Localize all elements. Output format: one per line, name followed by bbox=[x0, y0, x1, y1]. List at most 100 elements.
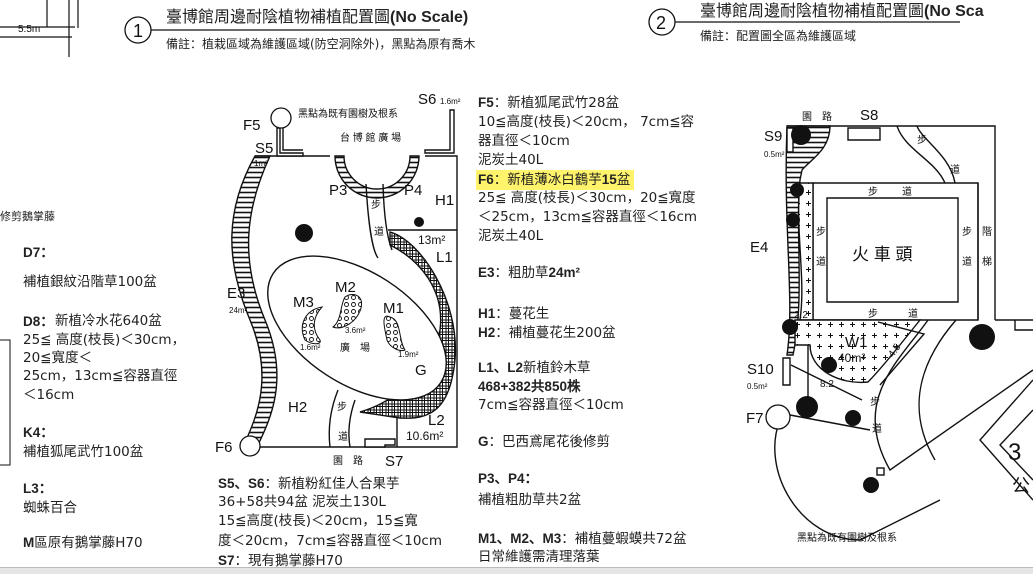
f5-marker bbox=[270, 107, 292, 129]
label-f5: F5 bbox=[243, 117, 261, 134]
label-m3: M3 bbox=[293, 294, 314, 311]
h2-note: H2：補植蔓花生200盆 bbox=[478, 323, 616, 343]
label-m2: M2 bbox=[335, 279, 356, 296]
label-l2: L2 bbox=[428, 412, 445, 429]
plan1-drawing bbox=[231, 109, 458, 448]
s9-area: 0.5m² bbox=[764, 150, 785, 159]
l-code: L1、L2 bbox=[478, 360, 524, 375]
label-h1: H1 bbox=[435, 192, 454, 209]
f6-line: 25≦ 高度(枝長)＜30cm，20≦寬度 bbox=[478, 190, 696, 206]
e3-area: 24m² bbox=[229, 306, 248, 315]
plan1-title-text: 臺博館周邊耐陰植物補植配置圖 bbox=[166, 7, 391, 26]
walk-label: 步 bbox=[337, 401, 347, 413]
stairs-label: 階 bbox=[982, 226, 992, 238]
w1-area: 40m² bbox=[838, 351, 865, 365]
square-ellipse bbox=[267, 255, 447, 401]
f5-code: F5 bbox=[478, 95, 494, 110]
tree-note: 黑點為既有園樹及根系 bbox=[298, 107, 398, 120]
l3-code: L3： bbox=[23, 481, 53, 496]
way-label: 道 bbox=[902, 185, 912, 198]
h1-text: ：蔓花生 bbox=[495, 306, 550, 322]
tree-note: 黑點為既有園樹及根系 bbox=[797, 531, 897, 544]
m-note: M區原有鵝掌藤H70 bbox=[23, 533, 143, 553]
plan2-note: 備註：配置圖全區為維護區域 bbox=[700, 29, 857, 43]
d7-code: D7： bbox=[23, 245, 54, 260]
f7-marker bbox=[765, 404, 791, 430]
d8-line: ＜16cm bbox=[23, 387, 75, 403]
plaza-label: 台 博 館 廣 場 bbox=[340, 131, 401, 144]
walk-label: 步 bbox=[816, 226, 826, 238]
m-line: 區原有鵝掌藤H70 bbox=[34, 535, 143, 551]
s6-area: 1.6m² bbox=[440, 97, 461, 106]
dimension-lines bbox=[0, 0, 79, 57]
plan2-trees bbox=[782, 125, 995, 493]
s7-text: ：現有鵝掌藤H70 bbox=[234, 553, 343, 569]
f6-note: F6：新植薄冰白鶴芋15盆 bbox=[476, 170, 635, 190]
tree-dot bbox=[414, 217, 424, 227]
m-note-mid: M1、M2、M3：補植蔓蝦蟆共72盆 bbox=[478, 529, 686, 549]
label-m1: M1 bbox=[383, 300, 404, 317]
l1-area: 13m² bbox=[418, 233, 445, 247]
way-label: 道 bbox=[374, 225, 384, 238]
s8-bed bbox=[847, 127, 881, 141]
plan2-title: 臺博館周邊耐陰植物補植配置圖(No Sca bbox=[700, 1, 984, 21]
f5-line: 10≦高度(枝長)＜20cm， 7cm≦容 bbox=[478, 114, 695, 130]
label-s8: S8 bbox=[860, 107, 878, 124]
s5-bed bbox=[276, 127, 304, 157]
k4-line: 補植狐尾武竹100盆 bbox=[23, 444, 144, 460]
s56-line: 36+58共94盆 泥炭土130L bbox=[218, 494, 386, 510]
label-e4: E4 bbox=[750, 239, 768, 256]
e3-note: E3：粗肋草24m² bbox=[478, 263, 580, 283]
label-s6: S6 bbox=[418, 91, 436, 108]
way-label: 道 bbox=[872, 422, 882, 435]
label-s10: S10 bbox=[747, 361, 774, 378]
dimension-label: 5.5m bbox=[18, 24, 40, 35]
tree-dot bbox=[295, 224, 313, 242]
s56-code: S5、S6 bbox=[218, 476, 265, 491]
garden-road-label: 園 路 bbox=[333, 454, 363, 467]
s7-bed bbox=[364, 438, 396, 448]
f6-text: ：新植薄冰白鶴芋 bbox=[493, 172, 602, 188]
p-line2: 補植粗肋草共2盆 bbox=[478, 492, 582, 508]
way-label: 道 bbox=[816, 255, 826, 268]
f5-note: F5：新植狐尾武竹28盆 bbox=[478, 93, 619, 113]
label-h2: H2 bbox=[288, 399, 307, 416]
label-s9: S9 bbox=[764, 128, 782, 145]
plan2-title-suffix: (No Sca bbox=[924, 3, 984, 20]
e3-text: ：粗肋草 bbox=[494, 265, 549, 281]
park-char: 公 bbox=[1012, 476, 1030, 496]
label-e3: E3 bbox=[227, 285, 245, 302]
f5-line: 泥炭土40L bbox=[478, 152, 544, 168]
square-label: 廣 場 bbox=[340, 341, 370, 354]
s56-line: 度＜20cm，7cm≦容器直徑＜10cm bbox=[218, 533, 442, 549]
g-code: G bbox=[478, 434, 489, 449]
m1-bed bbox=[383, 315, 406, 351]
way-label: 道 bbox=[908, 307, 918, 320]
plan1-number: 1 bbox=[133, 21, 143, 41]
walk-label: 步 bbox=[868, 308, 878, 320]
partial-note: 修剪鵝掌藤 bbox=[0, 210, 55, 223]
garden-road-label: 園 路 bbox=[802, 110, 832, 123]
plan1-title: 臺博館周邊耐陰植物補植配置圖(No Scale) bbox=[166, 7, 468, 27]
f6-line: ＜25cm，13cm≦容器直徑＜16cm bbox=[478, 209, 698, 225]
label-p3: P3 bbox=[329, 182, 347, 199]
s56-line: 15≦高度(枝長)＜20cm，15≦寬 bbox=[218, 513, 418, 529]
p-code: P3、P4： bbox=[478, 471, 539, 486]
d8-line: 25≦ 高度(枝長)＜30cm， bbox=[23, 332, 186, 348]
m1-area: 1.9m² bbox=[398, 350, 419, 359]
label-l1: L1 bbox=[436, 249, 453, 266]
label-s5: S5 bbox=[255, 140, 273, 157]
m2-bed bbox=[332, 293, 363, 329]
walk-label: 步 bbox=[870, 396, 880, 408]
plan2-number: 2 bbox=[656, 13, 666, 33]
plan1-title-suffix: (No Scale) bbox=[390, 9, 469, 26]
locomotive-label: 火 車 頭 bbox=[852, 245, 912, 264]
dim-2-2: 2.2 bbox=[794, 310, 808, 321]
f6-marker bbox=[239, 435, 261, 457]
walk-label: 步 bbox=[962, 226, 972, 238]
m3-area: 1.6m² bbox=[300, 343, 321, 352]
s6-bed bbox=[424, 109, 455, 154]
m-text-mid: ：補植蔓蝦蟆共72盆 bbox=[561, 531, 687, 547]
d8-code: D8： bbox=[23, 314, 54, 329]
